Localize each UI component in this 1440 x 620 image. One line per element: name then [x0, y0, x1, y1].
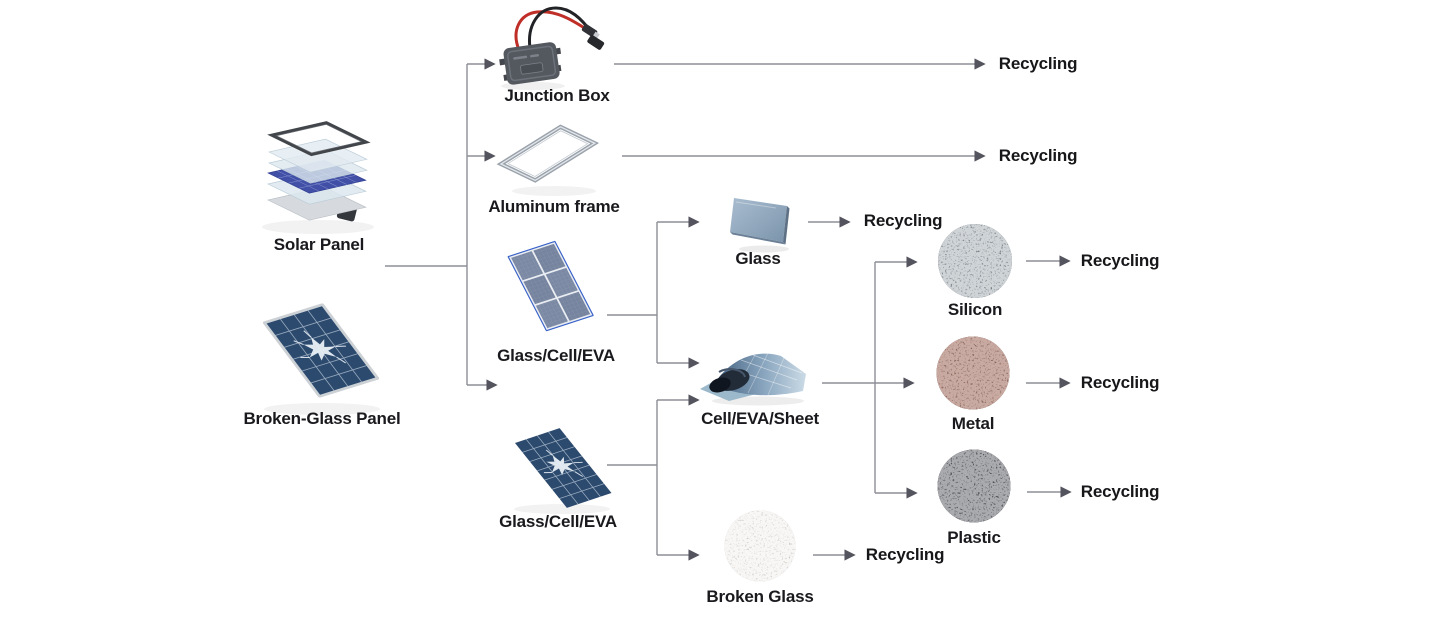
label-plastic: Plastic — [947, 528, 1001, 547]
label-recycling-plastic: Recycling — [1080, 482, 1160, 501]
junction-box-icon — [499, 6, 605, 90]
label-junction-box: Junction Box — [504, 86, 610, 105]
label-glass-cell-eva-top: Glass/Cell/EVA — [497, 346, 615, 365]
metal-icon — [936, 336, 1010, 410]
label-recycling-broken-glass: Recycling — [865, 545, 945, 564]
aluminum-frame-icon — [496, 124, 600, 196]
cell-eva-sheet-icon — [700, 352, 806, 406]
solar-panel-icon — [262, 121, 374, 234]
label-aluminum-frame: Aluminum frame — [488, 197, 620, 216]
label-recycling-metal: Recycling — [1080, 373, 1160, 392]
label-broken-glass: Broken Glass — [706, 587, 814, 606]
label-cell-eva-sheet: Cell/EVA/Sheet — [701, 409, 819, 428]
label-recycling-glass: Recycling — [863, 211, 943, 230]
plastic-icon — [937, 449, 1011, 523]
glass-cell-eva-panel-icon — [507, 240, 594, 332]
silicon-icon — [938, 224, 1012, 298]
label-recycling-aluminum-frame: Recycling — [998, 146, 1078, 165]
label-solar-panel: Solar Panel — [273, 235, 365, 254]
broken-glass-icon — [724, 510, 796, 582]
label-broken-glass-panel: Broken-Glass Panel — [243, 409, 401, 428]
glass-icon — [730, 198, 790, 253]
label-glass: Glass — [735, 249, 781, 268]
connector-lines — [385, 58, 1072, 561]
label-metal: Metal — [951, 414, 995, 433]
label-recycling-silicon: Recycling — [1080, 251, 1160, 270]
label-silicon: Silicon — [947, 300, 1003, 319]
broken-glass-panel-icon — [262, 303, 380, 415]
glass-cell-eva-broken-panel-icon — [514, 428, 612, 514]
label-glass-cell-eva-bottom: Glass/Cell/EVA — [499, 512, 617, 531]
label-recycling-junction-box: Recycling — [998, 54, 1078, 73]
